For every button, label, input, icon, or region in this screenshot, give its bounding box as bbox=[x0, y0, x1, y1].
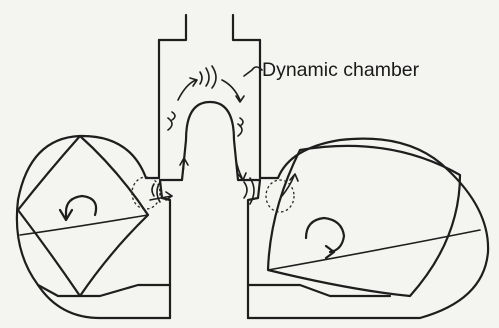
left-rotor-housing bbox=[17, 136, 170, 318]
flow-arrows bbox=[150, 78, 298, 200]
pressure-wave-marks bbox=[152, 66, 254, 204]
inlet-tube bbox=[159, 15, 260, 40]
dynamic-chamber-label: Dynamic chamber bbox=[262, 59, 420, 81]
left-rotor bbox=[18, 136, 148, 296]
right-rotor bbox=[268, 146, 460, 296]
port-regions bbox=[132, 177, 294, 212]
dynamic-chamber bbox=[146, 40, 278, 318]
left-rotation-arrow bbox=[60, 196, 96, 220]
right-rotation-arrow bbox=[306, 218, 344, 258]
